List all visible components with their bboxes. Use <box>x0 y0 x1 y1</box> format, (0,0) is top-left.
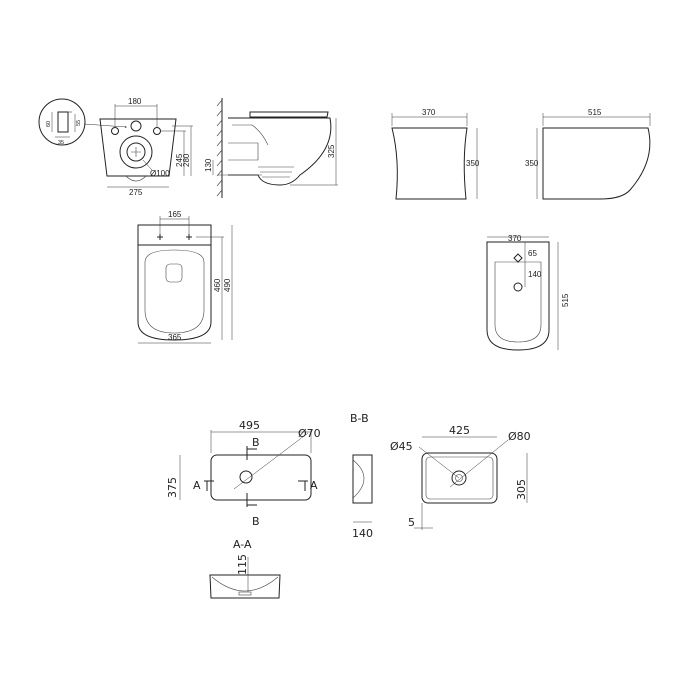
dim-55: 55 <box>76 120 82 126</box>
dim-basin-depth: 375 <box>166 477 179 498</box>
dim-rim: 5 <box>408 516 415 529</box>
dim-inner-depth: 305 <box>515 479 528 500</box>
basin-section-aa: A-A 115 <box>209 538 281 599</box>
dim-inner-width: 425 <box>449 424 470 437</box>
dim-inner-drain: Ø80 <box>508 430 531 443</box>
section-mark-a-right: A <box>310 479 318 492</box>
basin-section-bb: B-B 140 <box>350 412 373 540</box>
section-aa-title: A-A <box>233 538 252 551</box>
dim-490: 490 <box>223 278 232 292</box>
dim-basin-drain: Ø70 <box>298 427 321 440</box>
dim-460: 460 <box>213 278 222 292</box>
toilet-side-view: 130 325 <box>204 98 338 198</box>
mounting-detail-callout: 60 55 35 <box>38 98 127 146</box>
dim-245: 245 <box>175 153 184 167</box>
dim-bidet-top-width: 370 <box>508 234 522 243</box>
bidet-side-view: 515 350 <box>525 108 651 200</box>
dim-bidet-side-height: 350 <box>525 159 539 168</box>
toilet-top-view: 165 460 490 365 <box>137 210 233 344</box>
dim-325: 325 <box>327 144 336 158</box>
dim-35: 35 <box>58 140 64 146</box>
dim-hole-spacing: 180 <box>128 97 142 106</box>
section-mark-b-bottom: B <box>252 515 260 528</box>
section-mark-b-top: B <box>252 436 260 449</box>
dim-60: 60 <box>46 121 52 127</box>
dim-overflow: Ø45 <box>390 440 413 453</box>
dim-outlet: Ø100 <box>150 169 170 178</box>
toilet-front-view: 60 55 35 180 245 280 275 Ø100 <box>38 97 193 197</box>
section-mark-a-left: A <box>193 479 201 492</box>
dim-bidet-width: 370 <box>422 108 436 117</box>
dim-top-width: 365 <box>168 333 182 342</box>
basin-inner-view: Ø45 Ø80 425 305 5 <box>390 424 531 530</box>
section-bb-title: B-B <box>350 412 369 425</box>
dim-bidet-length: 515 <box>561 293 570 307</box>
dim-basin-width: 495 <box>239 419 260 432</box>
dim-basin-bowl-depth: 115 <box>236 554 249 575</box>
dim-140: 140 <box>528 270 542 279</box>
dim-bidet-depth: 515 <box>588 108 602 117</box>
dim-65: 65 <box>528 249 537 258</box>
bidet-top-view: 370 65 140 515 <box>486 234 570 351</box>
dim-130: 130 <box>204 158 213 172</box>
bidet-rear-view: 370 350 <box>391 108 480 200</box>
dim-280: 280 <box>182 153 191 167</box>
dim-bidet-height: 350 <box>466 159 480 168</box>
dim-basin-height: 140 <box>352 527 373 540</box>
basin-top-view: 495 Ø70 375 B B A A <box>166 419 321 528</box>
dim-top-hole-spacing: 165 <box>168 210 182 219</box>
dim-width: 275 <box>129 188 143 197</box>
